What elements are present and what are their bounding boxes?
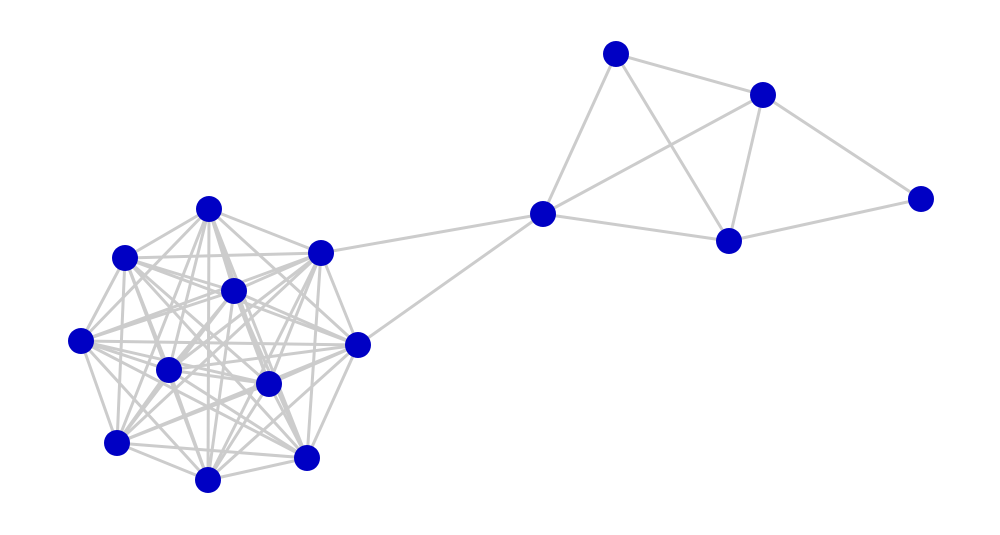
node-n10 xyxy=(530,201,556,227)
edge-n15-n3 xyxy=(206,289,236,482)
edge-n10-n13 xyxy=(541,212,731,243)
node-n6 xyxy=(156,357,182,383)
edge-n4-n5 xyxy=(79,339,360,347)
edge-n2-n9 xyxy=(305,251,323,460)
edge-n10-n12 xyxy=(541,93,765,216)
node-n2 xyxy=(308,240,334,266)
edge-n12-n14 xyxy=(761,93,923,201)
node-n14 xyxy=(908,186,934,212)
edge-n1-n5 xyxy=(79,256,127,343)
edge-n0-n1 xyxy=(123,207,211,260)
edge-n11-n13 xyxy=(614,52,731,243)
edge-n15-n0 xyxy=(206,207,211,482)
node-n4 xyxy=(345,332,371,358)
edge-n10-n11 xyxy=(541,52,618,216)
edge-layer xyxy=(79,52,923,482)
edge-n1-n9 xyxy=(123,256,309,460)
edge-n15-n9 xyxy=(206,456,309,482)
node-n12 xyxy=(750,82,776,108)
edge-n15-n7 xyxy=(206,382,271,482)
edge-n15-n2 xyxy=(206,251,323,482)
node-n11 xyxy=(603,41,629,67)
node-n15 xyxy=(195,467,221,493)
edge-n2-n4 xyxy=(319,251,360,347)
edge-n13-n14 xyxy=(727,197,923,243)
edge-n7-n8 xyxy=(115,382,271,445)
node-n0 xyxy=(196,196,222,222)
edge-n6-n9 xyxy=(167,368,309,460)
edge-n4-n6 xyxy=(167,343,360,372)
node-n3 xyxy=(221,278,247,304)
edge-n6-n7 xyxy=(167,368,271,386)
edge-n4-n9 xyxy=(305,343,360,460)
edge-n2-n8 xyxy=(115,251,323,445)
edge-n15-n8 xyxy=(115,441,210,482)
edge-n1-n2 xyxy=(123,251,323,260)
node-n7 xyxy=(256,371,282,397)
edge-n15-n5 xyxy=(79,339,210,482)
edge-n6-n8 xyxy=(115,368,171,445)
edge-n0-n2 xyxy=(207,207,323,255)
edge-n2-n6 xyxy=(167,251,323,372)
edge-n5-n8 xyxy=(79,339,119,445)
edge-n15-n4 xyxy=(206,343,360,482)
edge-n12-n13 xyxy=(727,93,765,243)
node-n5 xyxy=(68,328,94,354)
edge-n0-n9 xyxy=(207,207,309,460)
edge-n5-n9 xyxy=(79,339,309,460)
node-n8 xyxy=(104,430,130,456)
node-n1 xyxy=(112,245,138,271)
edge-n7-n9 xyxy=(267,382,309,460)
edge-n2-n5 xyxy=(79,251,323,343)
node-layer xyxy=(68,41,934,493)
edge-n0-n8 xyxy=(115,207,211,445)
edge-n2-n10 xyxy=(319,212,545,255)
node-n13 xyxy=(716,228,742,254)
edge-n0-n4 xyxy=(207,207,360,347)
node-n9 xyxy=(294,445,320,471)
edge-n4-n10 xyxy=(356,212,545,347)
edge-n15-n6 xyxy=(167,368,210,482)
edge-n1-n7 xyxy=(123,256,271,386)
edge-n3-n4 xyxy=(232,289,360,347)
edge-n11-n12 xyxy=(614,52,765,97)
